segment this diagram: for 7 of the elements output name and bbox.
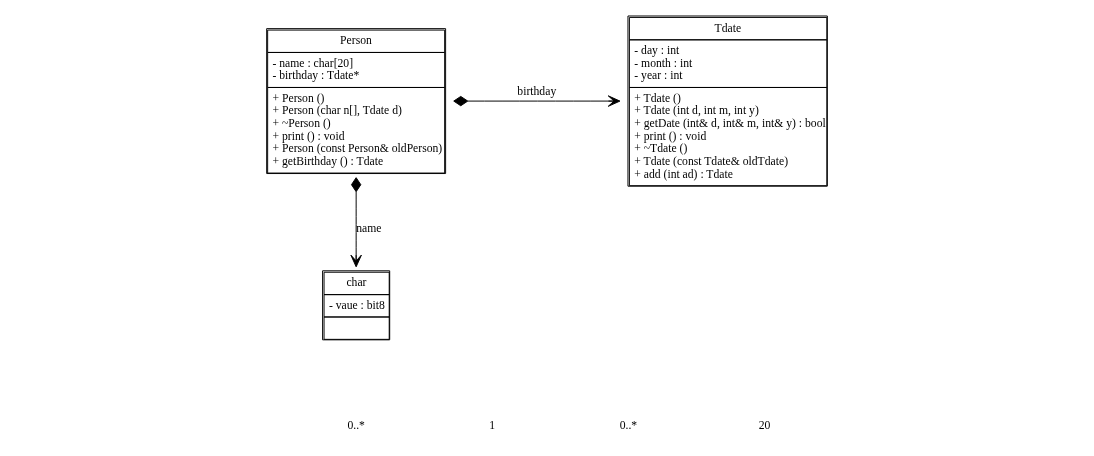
arrow [453, 95, 621, 107]
label: 0..* [619, 419, 638, 433]
arrow [350, 177, 362, 268]
label: 1 [489, 419, 496, 433]
edge-label: birthday [517, 84, 557, 98]
label: 20 [758, 419, 771, 433]
label: 0..* [347, 419, 365, 433]
